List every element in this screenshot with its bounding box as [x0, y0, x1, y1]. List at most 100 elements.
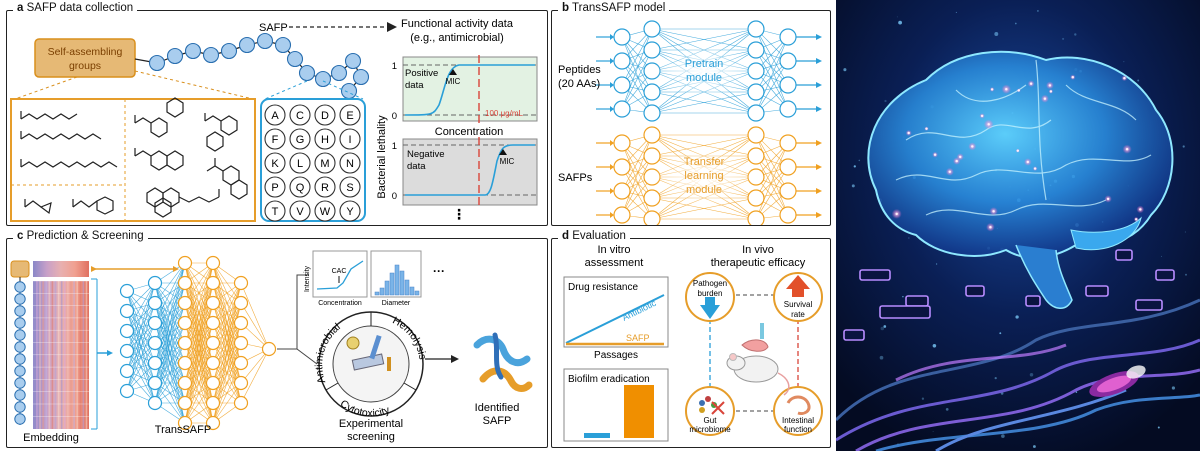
svg-text:Gut: Gut — [704, 416, 718, 425]
amino-acid-circle — [339, 176, 361, 198]
mouse-icon — [726, 323, 790, 396]
antibiotic-line — [565, 294, 665, 344]
histogram-bar — [409, 286, 415, 296]
embedding-bead — [14, 317, 26, 329]
data-block — [1135, 299, 1163, 311]
embedding-label: Embedding — [23, 432, 79, 444]
network-node — [205, 335, 221, 351]
network-node — [205, 255, 221, 271]
amino-acid-letter: W — [320, 206, 331, 218]
panel-c-letter: c — [17, 230, 24, 242]
embedding-bead — [14, 413, 26, 425]
network-node — [205, 375, 221, 391]
histogram-bar — [399, 270, 405, 296]
mic-marker-negative — [499, 149, 507, 155]
network-node — [119, 303, 135, 319]
amino-acid-circle — [289, 128, 311, 150]
peptide-bead — [148, 54, 166, 72]
amino-acid-circle — [314, 128, 336, 150]
data-block — [1025, 295, 1041, 307]
gut-microbiome-node — [685, 386, 735, 436]
positive-chart — [402, 56, 538, 122]
ai-brain-illustration — [836, 0, 1200, 451]
peptide-bead — [344, 52, 362, 70]
amino-acid-circle — [264, 104, 286, 126]
amino-acid-letter: N — [346, 158, 354, 170]
svg-text:function: function — [784, 425, 812, 434]
brain-stem — [1015, 244, 1073, 309]
peptide-bead — [256, 32, 274, 50]
network-node — [779, 28, 797, 46]
peptide-bead — [274, 36, 292, 54]
histogram-bar — [374, 291, 380, 296]
network-node — [177, 395, 193, 411]
network-node — [119, 283, 135, 299]
svg-text:SAFP: SAFP — [626, 333, 650, 343]
intestine-icon — [786, 395, 811, 415]
network-node — [233, 275, 249, 291]
safp-label: SAFP — [259, 22, 288, 34]
network-node — [147, 355, 163, 371]
network-node — [233, 315, 249, 331]
svg-text:0: 0 — [392, 111, 397, 122]
panel-b-letter: b — [562, 2, 570, 14]
amino-acid-letter: G — [296, 134, 305, 146]
peptide-bead — [238, 36, 256, 54]
network-node — [779, 100, 797, 118]
network-node — [643, 147, 661, 165]
amino-acid-circle — [339, 200, 361, 222]
network-node — [613, 52, 631, 70]
amino-acid-circle — [314, 152, 336, 174]
network-node — [613, 28, 631, 46]
svg-text:burden: burden — [698, 289, 723, 298]
data-block — [965, 285, 985, 297]
lab-equipment-icon — [346, 334, 391, 371]
amino-acid-letter: H — [321, 134, 329, 146]
network-node — [261, 341, 277, 357]
amino-acid-circle — [314, 176, 336, 198]
embedding-bead — [14, 377, 26, 389]
network-node — [613, 76, 631, 94]
network-node — [147, 295, 163, 311]
panel-c-title: Prediction & Screening — [26, 230, 144, 242]
network-node — [233, 355, 249, 371]
functional-line1: Functional activity data — [401, 18, 514, 30]
svg-text:Pathogen: Pathogen — [693, 279, 727, 288]
network-node — [747, 210, 765, 225]
amino-acid-box — [260, 98, 366, 222]
in-vitro-line2: assessment — [585, 257, 644, 269]
amino-acid-circle — [339, 104, 361, 126]
data-block — [859, 269, 891, 281]
panel-d-svg: In vitro assessment In vivo therapeutic … — [563, 244, 823, 442]
network-node — [177, 275, 193, 291]
amino-acid-letter: K — [271, 158, 279, 170]
panel-a-title: SAFP data collection — [26, 2, 134, 14]
histogram-bar — [379, 287, 385, 296]
transfer-line1: Transfer — [684, 156, 725, 168]
data-block — [879, 305, 931, 319]
network-node — [147, 375, 163, 391]
network-node — [177, 315, 193, 331]
molecule-structures — [20, 97, 248, 218]
callout-line-right — [134, 70, 254, 100]
amino-acid-letter: T — [272, 206, 279, 218]
panel-d-letter: d — [562, 230, 570, 242]
svg-text:Biofilm eradication: Biofilm eradication — [568, 374, 650, 385]
pretrain-network — [596, 20, 822, 122]
network-node — [613, 134, 631, 152]
positive-curve — [404, 64, 535, 116]
network-node — [177, 335, 193, 351]
amino-acid-circle — [314, 200, 336, 222]
histogram-bar — [414, 290, 420, 296]
svg-text:MIC: MIC — [446, 77, 461, 86]
microbe-icon — [699, 396, 725, 415]
network-node — [643, 126, 661, 144]
panel-b-title: TransSAFP model — [572, 2, 666, 14]
network-node — [119, 363, 135, 379]
data-block — [1115, 249, 1133, 261]
transfer-line2: learning — [684, 170, 723, 182]
up-arrow-icon — [786, 275, 810, 289]
network-node — [233, 335, 249, 351]
charts-ellipsis: ··· — [433, 264, 445, 278]
